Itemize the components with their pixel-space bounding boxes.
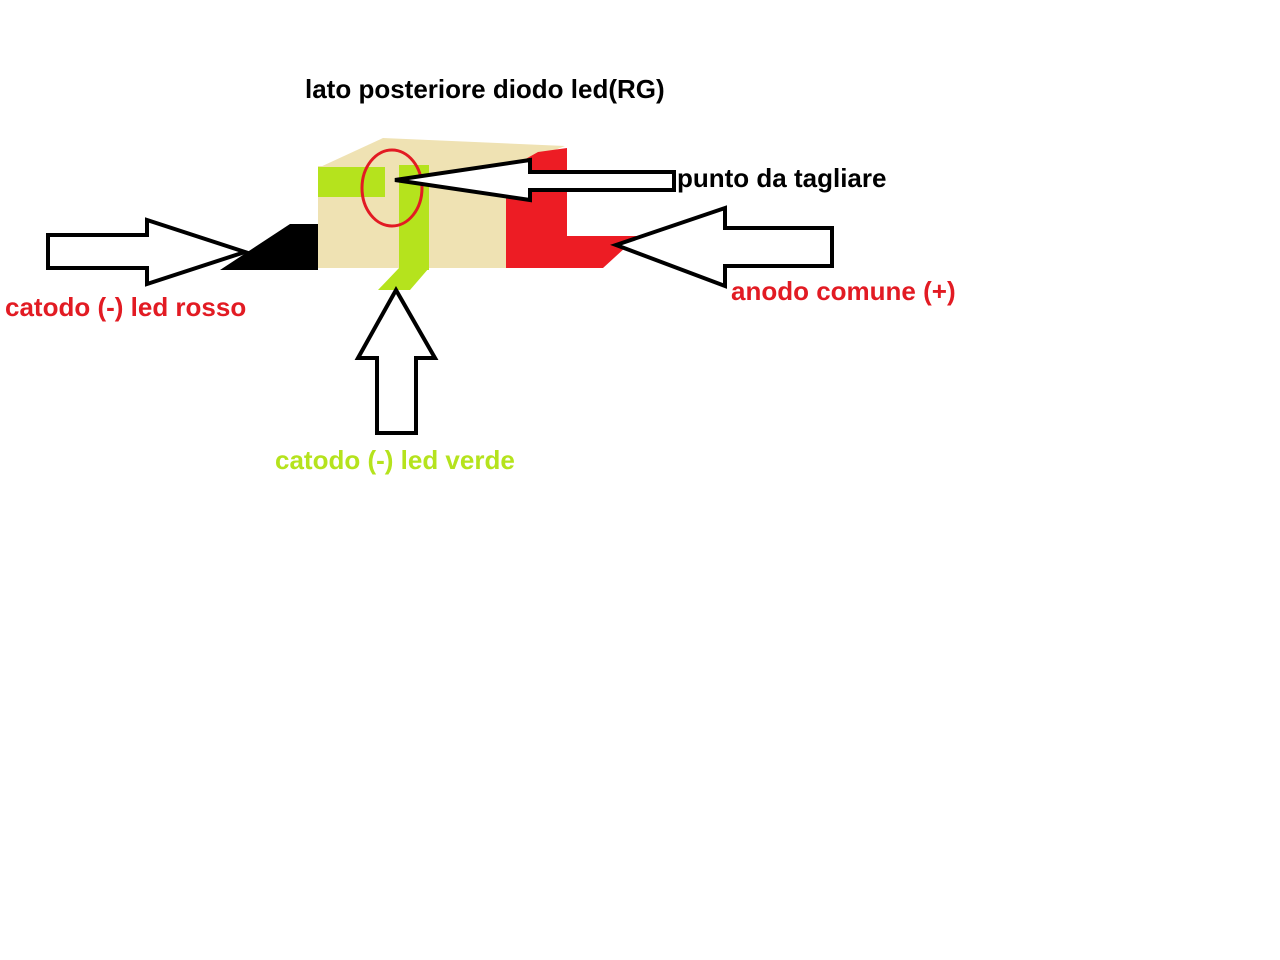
red-cathode-lead (220, 224, 318, 270)
cut-point-label: punto da tagliare (677, 163, 887, 193)
green-cathode-arrow (354, 285, 439, 435)
common-anode-arrow (610, 205, 834, 289)
cut-point-circle (360, 148, 424, 228)
diagram-title: lato posteriore diodo led(RG) (305, 74, 665, 104)
cut-point-arrow (394, 157, 676, 203)
green-cathode-label: catodo (-) led verde (275, 445, 515, 475)
common-anode-label: anodo comune (+) (731, 276, 956, 306)
red-cathode-arrow (46, 217, 252, 287)
anode-lead-foot (506, 236, 638, 268)
red-cathode-label: catodo (-) led rosso (5, 292, 247, 322)
green-lead-horizontal-segment (318, 167, 385, 197)
green-lead-bottom-leg (378, 268, 429, 290)
